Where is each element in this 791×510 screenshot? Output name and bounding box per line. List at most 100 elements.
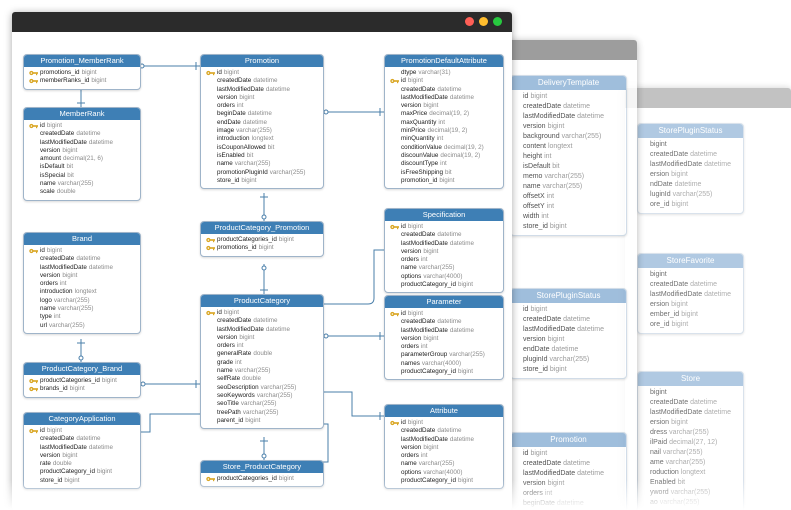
close-dot[interactable] (465, 17, 474, 26)
maximize-dot[interactable] (493, 17, 502, 26)
minimize-dot[interactable] (479, 17, 488, 26)
field-row[interactable]: bigint (638, 388, 743, 398)
